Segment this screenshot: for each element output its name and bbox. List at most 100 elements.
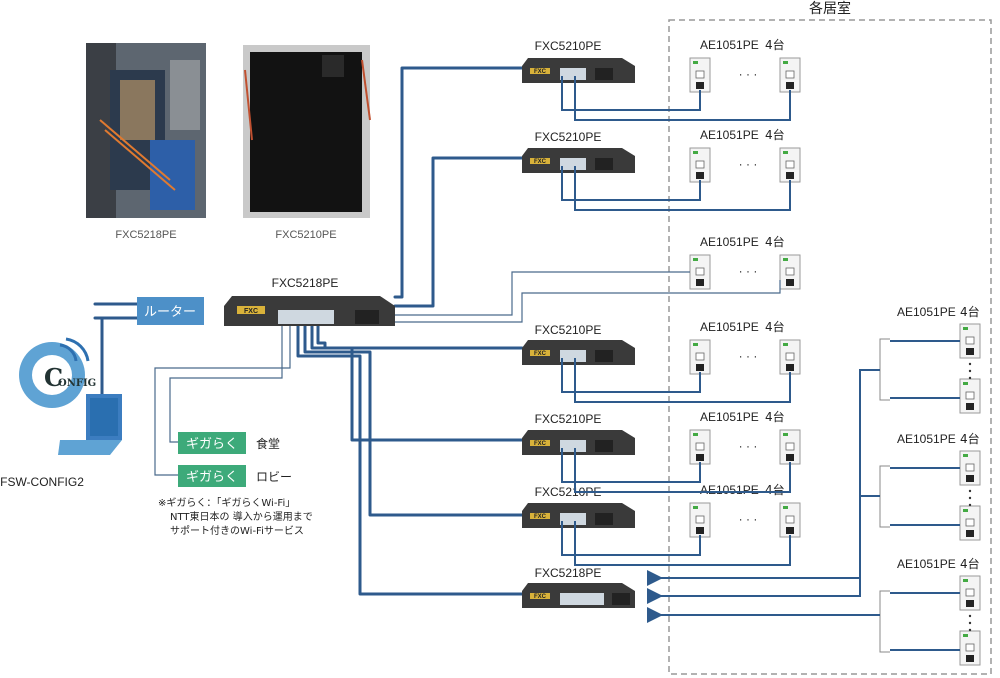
ap-row-count-2: 4台 — [765, 127, 785, 142]
ap-col-model-3: AE1051PE — [897, 557, 956, 571]
edge-layer: FXC FXC5210PE FXC FXC5210PE FXC FXC5210PE FXC F… — [395, 37, 981, 666]
svg-text:FXC: FXC — [534, 441, 547, 447]
edge-switch-4: FXC — [522, 430, 635, 455]
laptop-icon — [58, 394, 122, 455]
ap-cable-a-4 — [561, 448, 701, 483]
edge-switch-3: FXC — [522, 340, 635, 365]
ap-right-1 — [779, 57, 801, 93]
ap-col-model-2: AE1051PE — [897, 432, 956, 446]
edge-switch-label-6: FXC5218PE — [535, 566, 602, 580]
ap-cable-row3-b — [395, 280, 781, 323]
ap-col-bottom-3 — [959, 630, 981, 666]
core-switch: FXC — [224, 296, 395, 326]
edge-switch-5: FXC — [522, 503, 635, 528]
ap-cable-b-3 — [574, 358, 791, 403]
edge-switch-label-5: FXC5210PE — [535, 485, 602, 499]
svg-text:FXC: FXC — [534, 594, 547, 600]
ap-ellipsis-2: · · · — [739, 157, 758, 171]
ap-ellipsis-1: · · · — [739, 67, 758, 81]
router-box — [137, 297, 204, 325]
svg-text:FXC: FXC — [534, 351, 547, 357]
ap-left-4 — [689, 339, 711, 375]
ap-row-count-5: 4台 — [765, 409, 785, 424]
svg-text:ONFIG: ONFIG — [58, 378, 96, 389]
ap-col-top-1 — [959, 323, 981, 359]
ap-cable-b-1 — [574, 76, 791, 121]
ap-ellipsis-6: · · · — [739, 512, 758, 526]
arrow-col-1 — [647, 369, 880, 586]
ap-row-model-3: AE1051PE — [700, 235, 759, 249]
ap-ellipsis-4: · · · — [739, 349, 758, 363]
ap-col-count-1: 4台 — [960, 304, 980, 319]
svg-text:ギガらく: ギガらく — [186, 437, 238, 452]
arrow-col-2 — [647, 495, 880, 604]
trunk-cables — [93, 66, 524, 596]
ap-ellipsis-5: · · · — [739, 439, 758, 453]
svg-text:ギガらく: ギガらく — [186, 470, 238, 485]
edge-switch-label-3: FXC5210PE — [535, 323, 602, 337]
ap-cable-b-5 — [574, 521, 791, 566]
ap-cable-b-2 — [574, 166, 791, 211]
ap-col-bottom-2 — [959, 505, 981, 541]
svg-text:FXC: FXC — [534, 514, 547, 520]
ap-col-count-2: 4台 — [960, 431, 980, 446]
ap-right-3 — [779, 254, 801, 290]
ap-row-count-1: 4台 — [765, 37, 785, 52]
svg-text:C: C — [44, 363, 63, 392]
ap-cable-a-3 — [561, 358, 701, 393]
router-label: ルーター — [144, 305, 196, 320]
ap-row-count-3: 4台 — [765, 234, 785, 249]
ap-row-model-5: AE1051PE — [700, 410, 759, 424]
edge-switch-1: FXC — [522, 58, 635, 83]
ap-col-bottom-1 — [959, 378, 981, 414]
ap-right-5 — [779, 429, 801, 465]
gigaraku-box-2 — [178, 465, 246, 487]
edge-switch-2: FXC — [522, 148, 635, 173]
rooms-area — [668, 19, 992, 675]
ap-row-model-2: AE1051PE — [700, 128, 759, 142]
ap-col-count-3: 4台 — [960, 556, 980, 571]
ap-row-model-1: AE1051PE — [700, 38, 759, 52]
core-switch-label: FXC5218PE — [272, 276, 339, 290]
note-line-2: NTT東日本の 導入から運用まで — [170, 510, 313, 523]
gigaraku-place-1: 食堂 — [256, 436, 280, 451]
gigaraku-cables — [154, 326, 291, 476]
ap-right-4 — [779, 339, 801, 375]
photo-fxc5210pe — [243, 45, 371, 218]
ap-left-2 — [689, 147, 711, 183]
ap-right-6 — [779, 502, 801, 538]
note-line-3: サポート付きのWi-Fiサービス — [170, 524, 304, 537]
ap-left-5 — [689, 429, 711, 465]
ap-left-3 — [689, 254, 711, 290]
ap-ellipsis-3: · · · — [739, 264, 758, 278]
ap-left-6 — [689, 502, 711, 538]
edge-switch-label-1: FXC5210PE — [535, 39, 602, 53]
ap-cable-a-1 — [561, 76, 701, 111]
ap-col-top-3 — [959, 575, 981, 611]
photo-caption-fxc5210pe: FXC5210PE — [275, 229, 336, 241]
photo-fxc5218pe — [86, 43, 206, 218]
ap-cable-a-5 — [561, 521, 701, 556]
ap-col-model-1: AE1051PE — [897, 305, 956, 319]
ap-right-2 — [779, 147, 801, 183]
config-gear-icon: C ONFIG — [19, 337, 96, 408]
ap-row-count-4: 4台 — [765, 319, 785, 334]
ap-col-top-2 — [959, 450, 981, 486]
edge-switch-label-2: FXC5210PE — [535, 130, 602, 144]
ap-cable-b-4 — [574, 448, 791, 493]
svg-text:FXC: FXC — [534, 159, 547, 165]
ap-left-1 — [689, 57, 711, 93]
gigaraku-place-2: ロビー — [256, 470, 292, 484]
pc-label: FSW-CONFIG2 — [0, 475, 84, 489]
ap-cable-a-2 — [561, 166, 701, 201]
edge-switch-label-4: FXC5210PE — [535, 412, 602, 426]
photo-caption-fxc5218pe: FXC5218PE — [115, 229, 176, 241]
svg-text:FXC: FXC — [534, 69, 547, 75]
ap-row-count-6: 4台 — [765, 482, 785, 497]
note-line-1: ※ギガらく：「ギガらくWi-Fi」 — [158, 497, 295, 509]
ap-row-model-4: AE1051PE — [700, 320, 759, 334]
gigaraku-box-1 — [178, 432, 246, 454]
edge-switch-6: FXC — [522, 583, 635, 608]
ap-row-model-6: AE1051PE — [700, 483, 759, 497]
